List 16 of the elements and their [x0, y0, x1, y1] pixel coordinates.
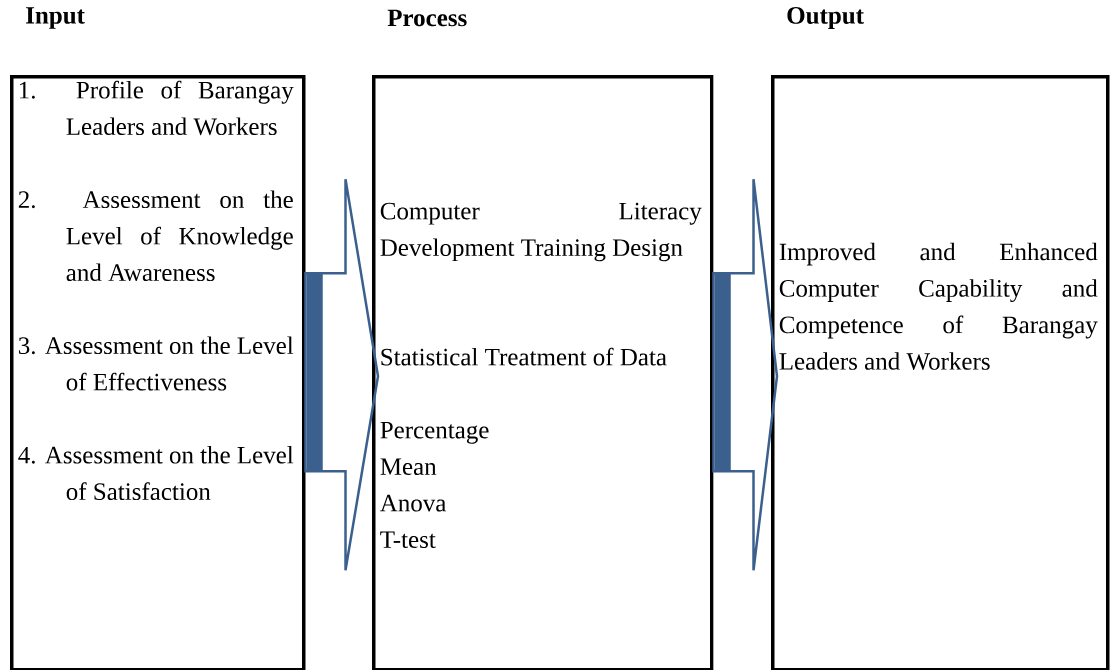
- column-heading: Input: [26, 7, 85, 29]
- box-text: Percentage: [380, 421, 489, 444]
- box-text: 1. Profile of Barangay Leaders and Workers: [19, 80, 294, 136]
- column-heading: Output: [787, 7, 864, 29]
- box-text: Computer Literacy Development Training Design: [380, 202, 702, 262]
- box-text: 3. Assessment on the Level of Effectiveness: [18, 336, 294, 391]
- box-text: 4. Assessment on the Level of Satisfaction: [18, 446, 294, 501]
- box-text: Improved and Enhanced Computer Capability and Competence of Barangay Leaders and Workers: [779, 242, 1098, 370]
- box-text: Anova: [380, 494, 447, 512]
- box-text: Statistical Treatment of Data: [381, 347, 667, 366]
- box-text: Mean: [380, 458, 437, 476]
- box-text: 2. Assessment on the Level of Knowledge and Awareness: [18, 190, 293, 282]
- block-arrow: [712, 178, 779, 572]
- block-arrow: [304, 178, 380, 572]
- column-heading: Process: [387, 9, 467, 27]
- box-text: T-test: [380, 531, 436, 549]
